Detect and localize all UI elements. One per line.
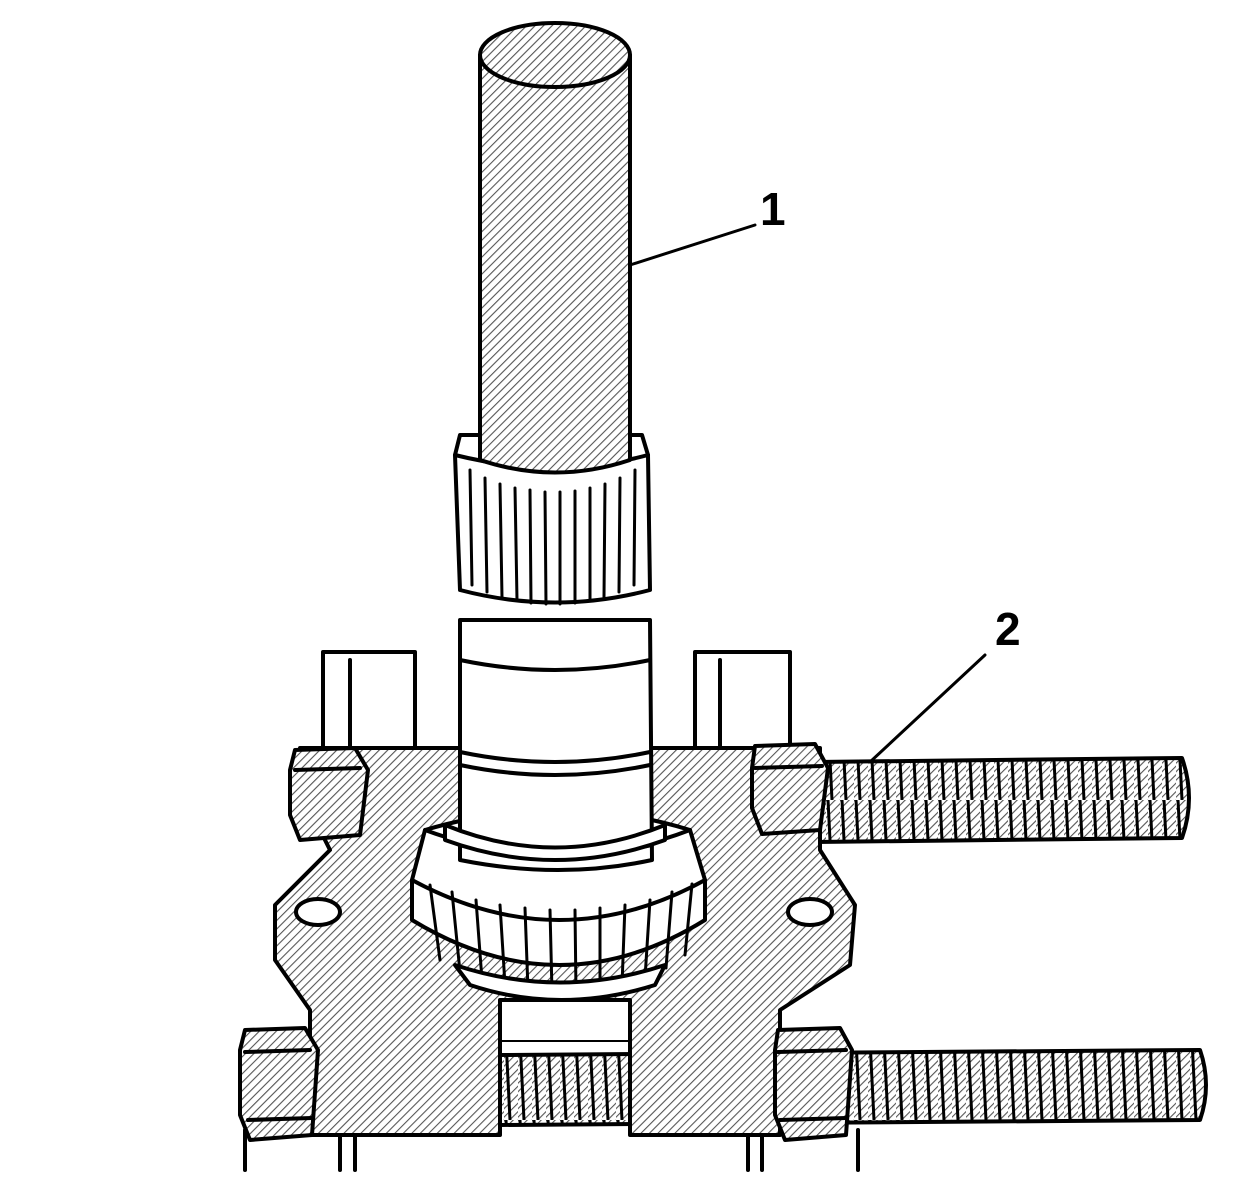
hex-nut-lower-left xyxy=(238,1026,320,1142)
hex-nut-upper-right xyxy=(750,742,830,836)
leader-lines xyxy=(628,223,987,764)
leader-line-1 xyxy=(628,223,757,267)
installer-tool-cylinder xyxy=(478,21,632,475)
upper-threaded-rod xyxy=(813,756,1191,844)
hex-nut-lower-right xyxy=(773,1026,854,1142)
puller-frame-rails xyxy=(243,650,860,1172)
leader-line-2 xyxy=(868,653,987,764)
callout-label-1: 1 xyxy=(760,183,786,235)
output-shaft xyxy=(443,618,667,872)
callout-label-2: 2 xyxy=(995,603,1021,655)
hex-nut-upper-left xyxy=(288,746,370,842)
